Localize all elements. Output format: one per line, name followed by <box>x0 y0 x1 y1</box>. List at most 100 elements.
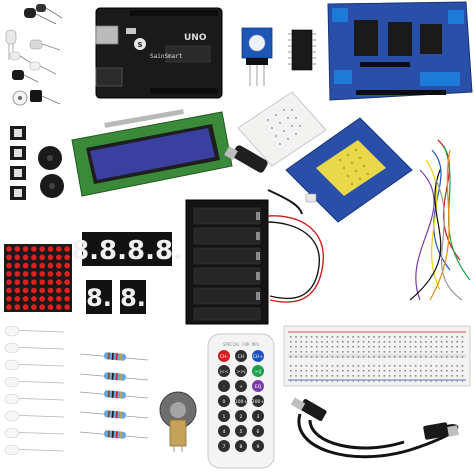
matrix-dot <box>31 254 37 261</box>
matrix-dot <box>22 271 29 277</box>
breadboard-hole <box>362 336 365 338</box>
led-bulb <box>4 359 20 371</box>
breadboard-hole <box>373 356 375 358</box>
ic-chip <box>288 29 316 71</box>
breadboard-hole <box>316 336 318 338</box>
matrix-dot <box>14 271 21 277</box>
arduino-model-label: UNO <box>184 33 207 43</box>
breadboard-hole <box>414 370 417 372</box>
resistor-band <box>107 352 110 360</box>
large-breadboard <box>283 325 471 387</box>
breadboard-hole <box>373 380 375 382</box>
breadboard-hole <box>336 341 339 343</box>
breadboard-hole <box>305 336 308 338</box>
breadboard-hole <box>300 351 302 353</box>
led-bulb <box>4 444 20 456</box>
breadboard-hole <box>368 351 370 353</box>
breadboard-hole <box>290 341 292 343</box>
breadboard-hole <box>451 341 453 343</box>
breadboard-hole <box>456 341 458 343</box>
breadboard-hole <box>446 341 448 343</box>
remote-button <box>235 440 247 452</box>
breadboard-hole <box>446 336 448 338</box>
breadboard-hole <box>451 356 453 358</box>
breadboard-hole <box>399 336 401 338</box>
resistor-band <box>115 391 118 399</box>
breadboard-hole <box>373 341 375 343</box>
breadboard-hole <box>399 341 401 343</box>
remote-button-label: 2 <box>240 414 243 420</box>
resistor-body <box>103 430 126 439</box>
breadboard-hole <box>295 365 297 367</box>
matrix-dot <box>31 296 37 302</box>
breadboard-hole <box>347 365 349 367</box>
matrix-dot <box>31 246 37 252</box>
resistor-band <box>119 373 122 381</box>
breadboard-hole <box>378 370 380 372</box>
matrix-dot <box>39 271 45 277</box>
led-bulb <box>4 342 20 354</box>
breadboard-hole <box>305 341 308 343</box>
matrix-dot <box>56 262 62 269</box>
breadboard-hole <box>394 375 396 377</box>
breadboard-hole <box>352 380 354 382</box>
breadboard-hole <box>440 341 443 343</box>
breadboard-hole <box>446 356 448 358</box>
push-buttons <box>10 126 26 200</box>
remote-button-label: 3 <box>257 414 260 420</box>
arduino-uno-board: S SainSmart UNO <box>95 7 223 99</box>
resistor-body <box>103 372 126 381</box>
breadboard-hole <box>316 370 318 372</box>
breadboard-hole <box>321 351 323 353</box>
jumper-wires <box>409 139 471 301</box>
breadboard-hole <box>321 346 323 348</box>
breadboard-hole <box>295 336 297 338</box>
breadboard-hole <box>305 370 308 372</box>
mini-breadboard <box>237 91 327 167</box>
matrix-dot <box>39 296 45 302</box>
breadboard-hole <box>394 356 396 358</box>
breadboard-hole <box>326 346 328 348</box>
breadboard-hole <box>368 365 370 367</box>
breadboard-hole <box>357 370 360 372</box>
breadboard-hole <box>404 365 406 367</box>
breadboard-hole <box>446 370 448 372</box>
breadboard-hole <box>362 341 365 343</box>
breadboard-hole <box>388 346 391 348</box>
remote-button-label: >>| <box>236 369 245 375</box>
breadboard-hole <box>310 380 313 382</box>
breadboard-hole <box>295 375 297 377</box>
breadboard-hole <box>295 370 297 372</box>
breadboard-hole <box>409 370 412 372</box>
breadboard-hole <box>414 380 417 382</box>
breadboard-hole <box>342 380 344 382</box>
matrix-dot <box>14 279 21 286</box>
breadboard-hole <box>383 346 386 348</box>
breadboard-hole <box>316 341 318 343</box>
resistor-band <box>115 431 118 439</box>
breadboard-hole <box>420 336 422 338</box>
breadboard-hole <box>440 356 443 358</box>
breadboard-hole <box>451 365 453 367</box>
remote-button <box>218 380 230 392</box>
breadboard-hole <box>316 365 318 367</box>
breadboard-hole <box>342 370 344 372</box>
matrix-dot <box>6 262 12 269</box>
breadboard-hole <box>342 375 344 377</box>
breadboard-hole <box>362 375 365 377</box>
breadboard-hole <box>331 370 334 372</box>
breadboard-hole <box>451 346 453 348</box>
matrix-dot <box>47 262 54 269</box>
remote-button <box>252 365 264 377</box>
breadboard-hole <box>336 380 339 382</box>
breadboard-hole <box>300 346 302 348</box>
remote-button <box>235 350 247 362</box>
breadboard-hole <box>310 346 313 348</box>
matrix-dot <box>22 287 29 294</box>
breadboard-hole <box>368 375 370 377</box>
svg-text:S: S <box>137 41 142 49</box>
remote-button <box>218 425 230 437</box>
matrix-dot <box>47 246 54 252</box>
breadboard-hole <box>378 351 380 353</box>
